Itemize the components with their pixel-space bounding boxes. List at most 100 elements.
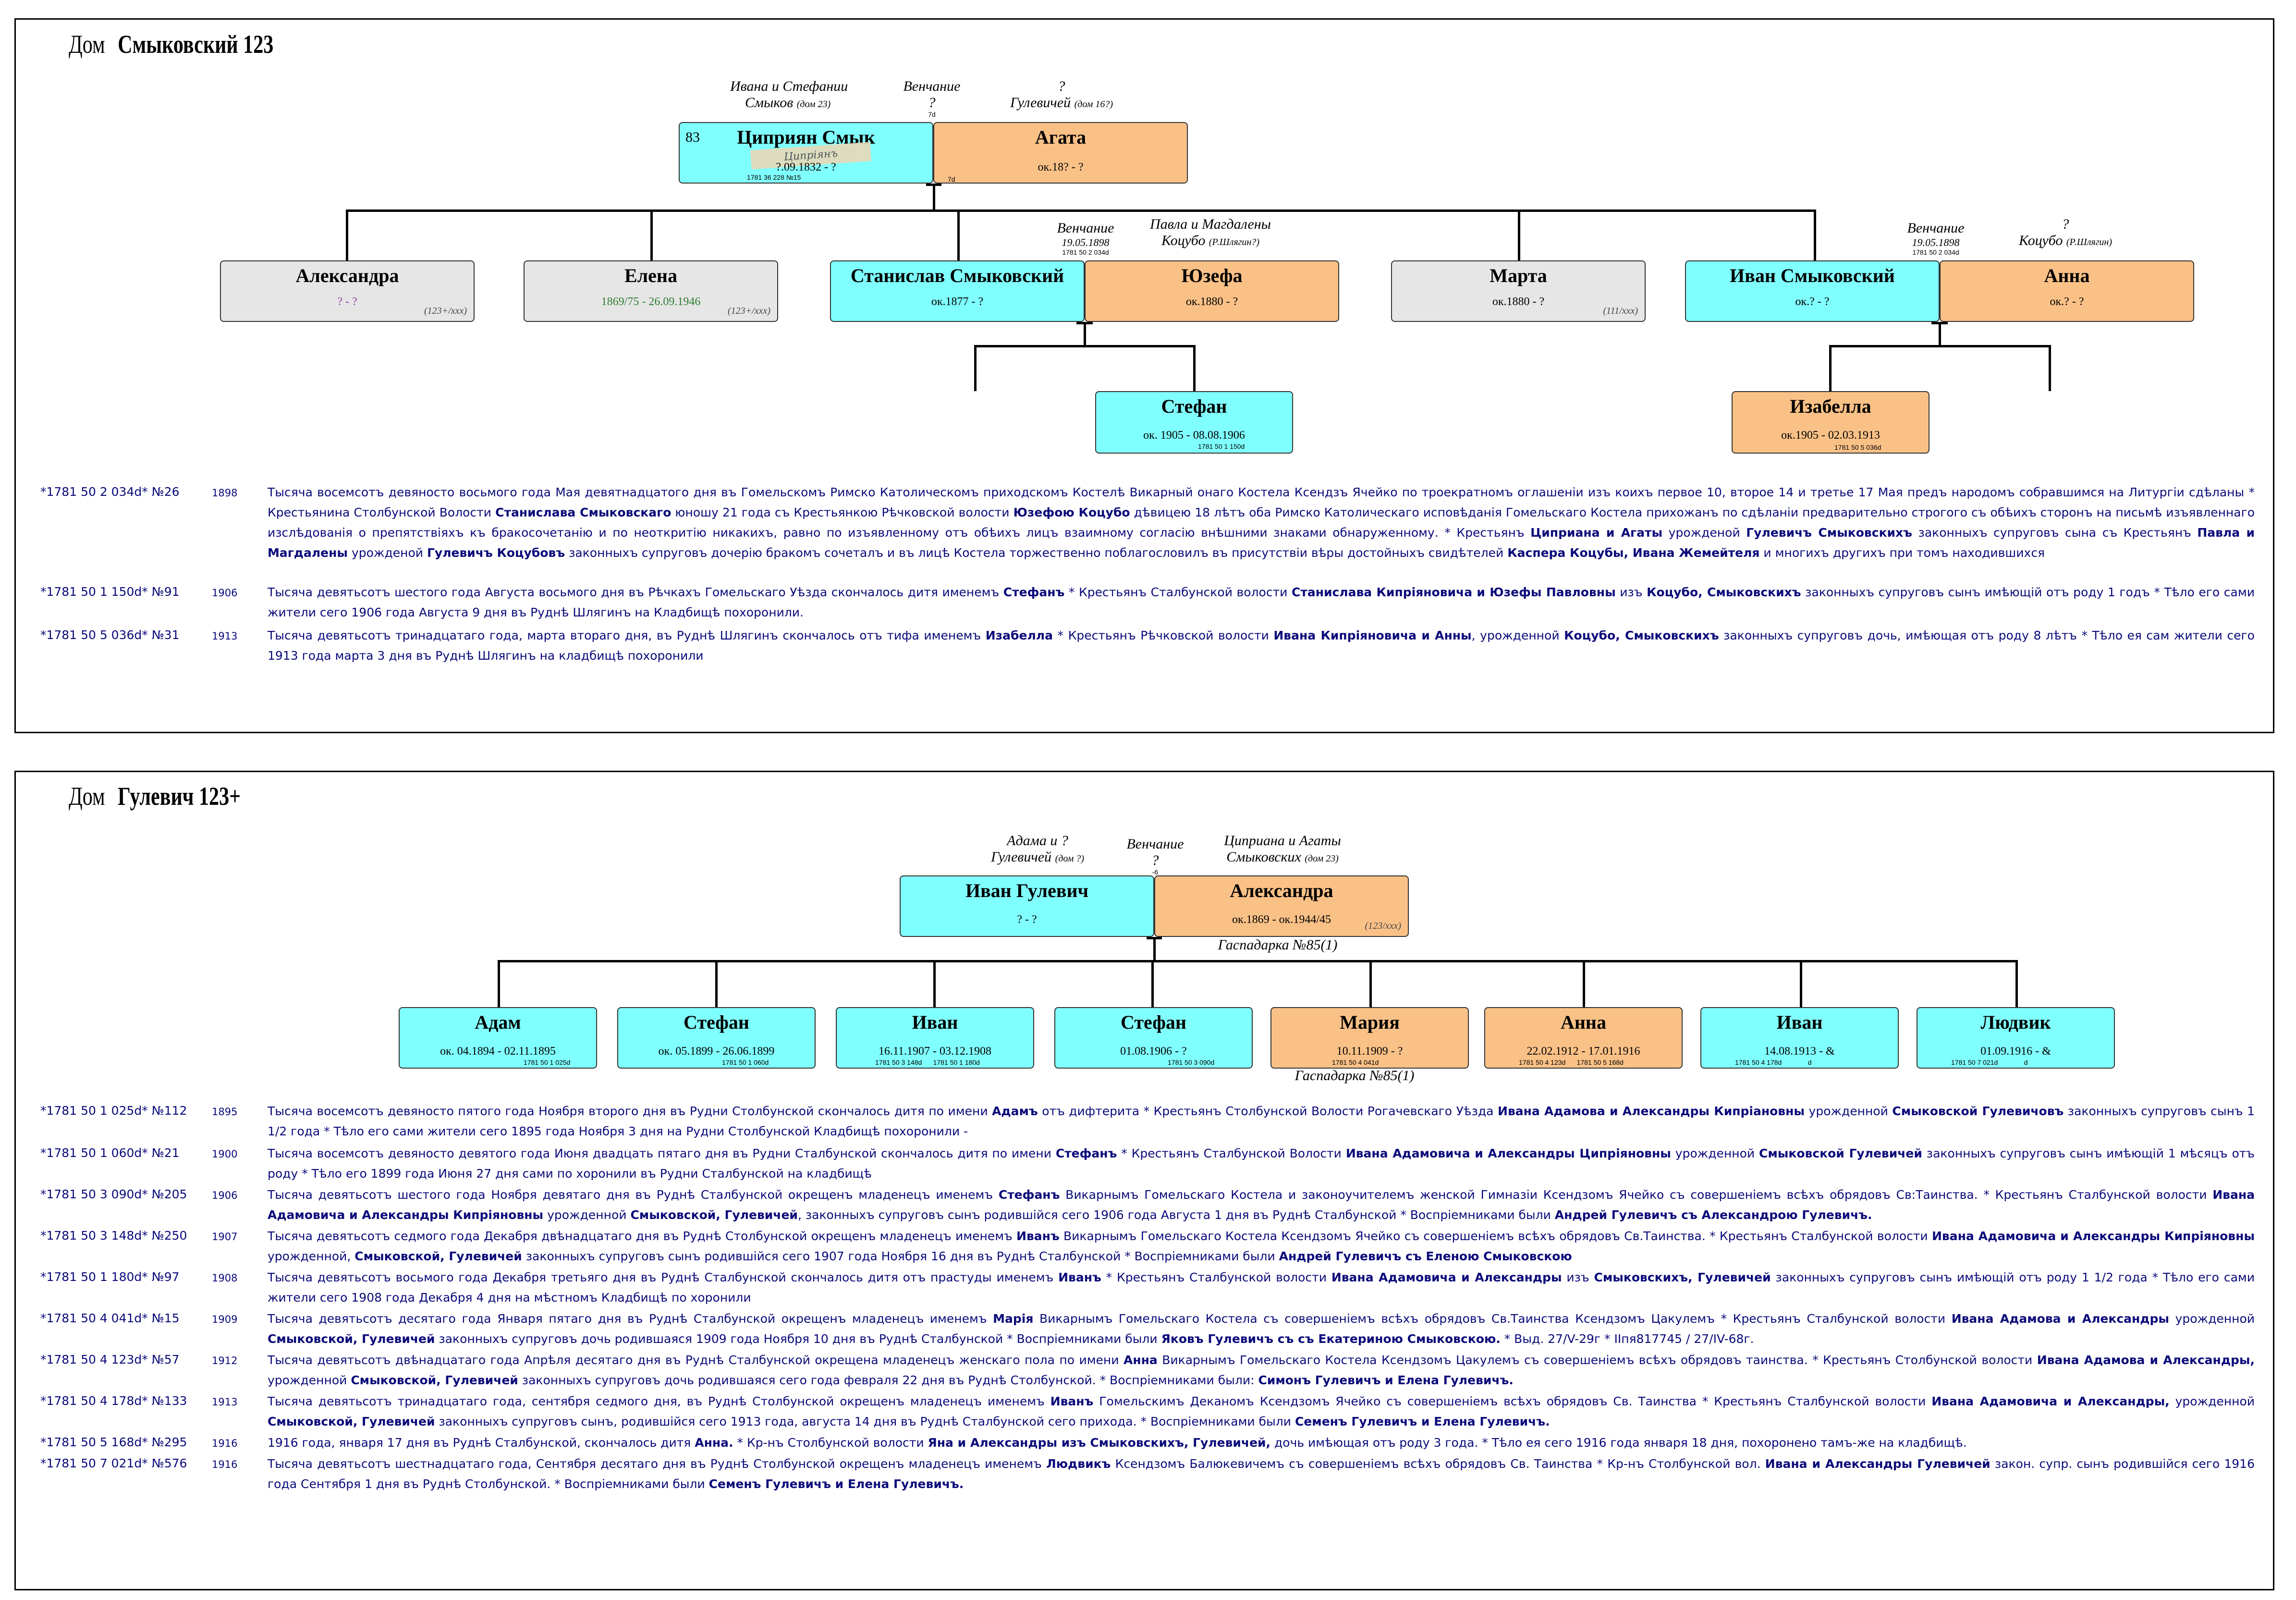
connector-line — [1369, 960, 1372, 1007]
person-name: Адам — [475, 1011, 521, 1033]
person-dates: ок.18? - ? — [1038, 161, 1084, 173]
person-box-ivan-gulevich[interactable]: Иван Гулевич ? - ? — [900, 875, 1154, 937]
record-id: *1781 50 4 041d* №15 — [40, 1311, 180, 1325]
connector-line — [933, 184, 935, 211]
record-year: 1900 — [212, 1148, 238, 1160]
connector-line — [498, 960, 500, 1007]
person-ref: 1781 50 1 150d — [1198, 443, 1245, 450]
annotation-line: ? — [1151, 852, 1159, 868]
person-box-anna[interactable]: Анна ок.? - ? — [1940, 260, 2194, 322]
household-note: Гаспадарка №85(1) — [1182, 937, 1374, 953]
connector-line — [1518, 209, 1520, 260]
person-box-stanislav[interactable]: Станислав Смыковский ок.1877 - ? — [830, 260, 1085, 322]
person-box-aleksandra[interactable]: Александра ? - ? (123+/xxx) — [220, 260, 475, 322]
record-year: 1895 — [212, 1106, 238, 1118]
house-section-smykovsky — [14, 18, 2274, 733]
wife-parents-annotation: ? Гулевичей (дом 16?) — [989, 78, 1134, 112]
annotation-line: 19.05.1898 — [1912, 236, 1960, 248]
household-note: Гаспадарка №85(1) — [1258, 1068, 1451, 1084]
connector-line — [2049, 345, 2051, 391]
person-box-ivan-1907[interactable]: Иван 16.11.1907 - 03.12.1908 1781 50 3 1… — [836, 1007, 1034, 1069]
person-tag: (123+/xxx) — [727, 306, 770, 316]
connector-line — [1931, 322, 1948, 324]
wedding-annotation: Венчание 19.05.1898 1781 50 2 034d — [1023, 220, 1148, 256]
record-year: 1913 — [212, 630, 238, 642]
person-name: Елена — [624, 265, 677, 286]
connector-line — [957, 209, 960, 260]
wedding-annotation: Венчание 19.05.1898 1781 50 2 034d — [1873, 220, 1998, 256]
person-box-elena[interactable]: Елена 1869/75 - 26.09.1946 (123+/xxx) — [524, 260, 778, 322]
person-dates: ок.1880 - ? — [1492, 295, 1545, 308]
house-number: 83 — [685, 129, 700, 145]
annotation-line: Гаспадарка №85(1) — [1295, 1068, 1415, 1083]
person-name: Стефан — [684, 1011, 749, 1033]
person-name: Юзефа — [1181, 265, 1243, 286]
record-text: Тысяча девятьсотъ десятаго года Января п… — [268, 1312, 2255, 1346]
person-box-ivan-1913[interactable]: Иван 14.08.1913 - & 1781 50 4 178d d — [1700, 1007, 1899, 1069]
person-box-marta[interactable]: Марта ок.1880 - ? (111/xxx) — [1391, 260, 1646, 322]
record-id: *1781 50 4 178d* №133 — [40, 1394, 187, 1408]
person-ref: 1781 50 4 123d 1781 50 5 168d — [1519, 1058, 1624, 1066]
annotation-ref: 7d — [928, 111, 936, 118]
person-name: Агата — [1035, 126, 1087, 148]
wife-parents-annotation: Циприана и Агаты Смыковских (дом 23) — [1201, 833, 1364, 867]
record-id: *1781 50 1 025d* №112 — [40, 1104, 187, 1118]
connector-line — [1076, 322, 1093, 324]
person-box-aleksandra-gulevich[interactable]: Александра ок.1869 - ок.1944/45 (123/xxx… — [1154, 875, 1409, 937]
record-year: 1913 — [212, 1396, 238, 1408]
person-box-stefan-1906[interactable]: Стефан ок. 1905 - 08.08.1906 1781 50 1 1… — [1095, 391, 1293, 454]
connector-line — [2015, 960, 2018, 1007]
person-box-izabella[interactable]: Изабелла ок.1905 - 02.03.1913 1781 50 5 … — [1732, 391, 1930, 454]
person-tag: (123+/xxx) — [424, 306, 467, 316]
record-text: Тысяча восемсотъ девяносто девятого года… — [268, 1146, 2255, 1181]
person-box-maria[interactable]: Мария 10.11.1909 - ? 1781 50 4 041d — [1270, 1007, 1469, 1069]
person-name: Анна — [1561, 1011, 1606, 1033]
connector-line — [498, 960, 2018, 962]
person-dates: ок.1905 - 02.03.1913 — [1781, 429, 1880, 442]
person-ref: 1781 50 4 178d d — [1735, 1058, 1812, 1066]
person-dates: 16.11.1907 - 03.12.1908 — [878, 1045, 992, 1058]
person-name: Иван Смыковский — [1730, 265, 1895, 286]
person-dates: 14.08.1913 - & — [1764, 1045, 1835, 1058]
person-ref: 7d — [948, 175, 955, 183]
connector-line — [650, 209, 653, 260]
record-id: *1781 50 1 060d* №21 — [40, 1146, 180, 1160]
annotation-note: (дом 16?) — [1074, 99, 1113, 110]
person-box-anna-g[interactable]: Анна 22.02.1912 - 17.01.1916 1781 50 4 1… — [1484, 1007, 1683, 1069]
person-name: Станислав Смыковский — [850, 265, 1064, 286]
person-dates: ок.1869 - ок.1944/45 — [1232, 913, 1331, 926]
person-ref: 1781 50 3 148d 1781 50 1 180d — [875, 1058, 980, 1066]
record-id: *1781 50 1 180d* №97 — [40, 1270, 180, 1284]
connector-line — [1829, 345, 1832, 391]
annotation-note: (Р.Шлягин) — [2066, 237, 2113, 247]
annotation-line: Гулевичей — [990, 849, 1052, 865]
person-name: Циприян Смык — [737, 126, 875, 148]
person-box-agata[interactable]: Агата ок.18? - ? 7d — [933, 122, 1188, 184]
connector-line — [1147, 937, 1162, 939]
person-ref: 1781 50 1 060d — [722, 1058, 769, 1066]
person-box-stefan-1899[interactable]: Стефан ок. 05.1899 - 26.06.1899 1781 50 … — [617, 1007, 816, 1069]
person-dates: 22.02.1912 - 17.01.1916 — [1527, 1045, 1640, 1058]
person-box-ciprian[interactable]: 83 Циприян Смык Ципріянъ ?.09.1832 - ? 1… — [679, 122, 933, 184]
person-box-ivan-smykovsky[interactable]: Иван Смыковский ок.? - ? — [1685, 260, 1940, 322]
annotation-line: ? — [928, 95, 936, 111]
person-ref: 1781 50 5 036d — [1834, 443, 1881, 451]
person-box-jozefa[interactable]: Юзефа ок.1880 - ? — [1085, 260, 1339, 322]
person-box-stefan-1906-g[interactable]: Стефан 01.08.1906 - ? 1781 50 3 090d — [1054, 1007, 1253, 1069]
annotation-line: Смыковских — [1226, 849, 1301, 865]
record-text: Тысяча девятьсотъ восьмого года Декабря … — [268, 1270, 2255, 1305]
person-ref: 1781 50 4 041d — [1332, 1058, 1379, 1066]
annotation-line: 19.05.1898 — [1062, 236, 1110, 248]
person-box-ludvik[interactable]: Людвик 01.09.1916 - & 1781 50 7 021d d — [1917, 1007, 2115, 1069]
person-box-adam[interactable]: Адам ок. 04.1894 - 02.11.1895 1781 50 1 … — [399, 1007, 597, 1069]
person-name: Стефан — [1161, 395, 1227, 417]
annotation-line: Гаспадарка №85(1) — [1218, 937, 1338, 953]
house-label: Дом — [69, 782, 105, 811]
record-text: Тысяча девятьсотъ тринадцатаго года, мар… — [268, 628, 2255, 663]
record-text: Тысяча восемсотъ девяносто пятого года Н… — [268, 1104, 2255, 1138]
record-text: Тысяча девятьсотъ шестнадцатаго года, Се… — [268, 1457, 2255, 1491]
person-dates: ок. 04.1894 - 02.11.1895 — [440, 1045, 556, 1058]
record-year: 1909 — [212, 1314, 238, 1325]
annotation-note: (дом 23) — [796, 99, 831, 110]
record-id: *1781 50 3 090d* №205 — [40, 1187, 187, 1201]
